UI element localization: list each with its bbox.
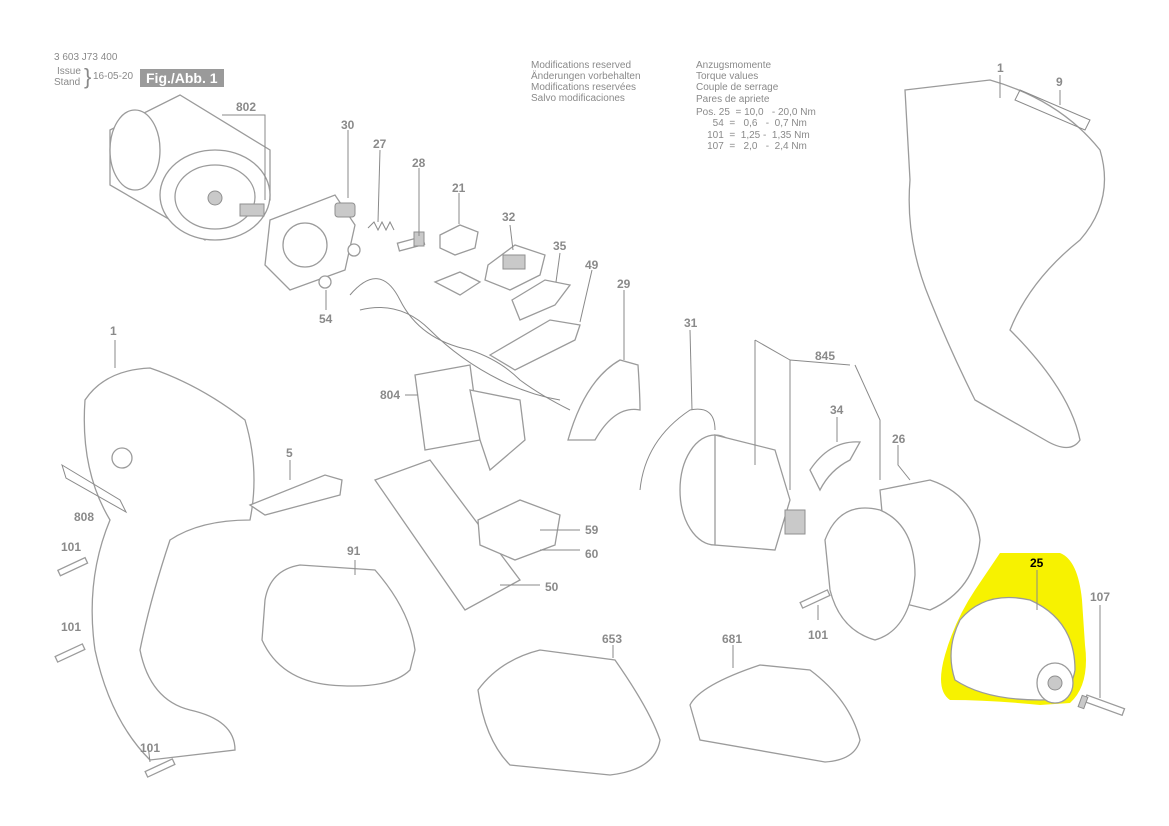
part-label-5: 5 [286,446,293,460]
torque-title-0: Anzugsmomente [696,60,772,71]
torque-title-1: Torque values [696,71,759,82]
part-label-9: 9 [1056,75,1063,89]
part-label-32: 32 [502,210,516,224]
screw-101-a [56,556,89,577]
note-modifications-1: Änderungen vorbehalten [531,71,641,82]
stand-label: Stand [54,77,81,88]
contact-plate [433,271,482,296]
torque-value-0: Pos. 25 = 10,0 - 20,0 Nm [696,107,816,118]
part-label-60: 60 [585,547,599,561]
part-label-49: 49 [585,258,599,272]
charger-653 [477,649,661,776]
part-label-804: 804 [380,388,401,402]
clip-31 [639,408,716,491]
label-808 [61,463,128,514]
issue-label: Issue [57,66,81,77]
torque-title-2: Couple de serrage [696,82,779,93]
part-label-91: 91 [347,544,361,558]
housing-half-right [904,79,1106,449]
brace-glyph: } [84,64,92,89]
torque-title-3: Pares de apriete [696,94,770,105]
part-label-30: 30 [341,118,355,132]
part-label-59: 59 [585,523,599,537]
doc-number: 3 603 J73 400 [54,52,118,63]
nameplate-9 [1014,89,1091,131]
screw-101-b [54,643,86,663]
part-label-802: 802 [236,100,257,114]
part-label-54: 54 [319,312,333,326]
cover-681 [689,664,861,763]
screw-54 [318,275,332,289]
part-label-27: 27 [373,137,387,151]
torque-value-3: 107 = 2,0 - 2,4 Nm [696,141,807,152]
part-label-101-a: 101 [61,540,82,554]
part-label-25: 25 [1030,556,1044,570]
part-label-1-left: 1 [110,324,117,338]
part-label-35: 35 [553,239,567,253]
part-label-1-right: 1 [997,61,1004,75]
part-label-26: 26 [892,432,906,446]
battery-91 [261,564,416,687]
torque-value-1: 54 = 0,6 - 0,7 Nm [696,118,807,129]
leader-lines [114,75,1101,763]
ring-29 [567,359,641,441]
part-label-101-c: 101 [140,741,161,755]
part-label-107: 107 [1090,590,1111,604]
gear-plate-30 [264,194,356,291]
pin-28 [396,231,426,252]
note-modifications-0: Modifications reserved [531,60,632,71]
switch-cap-21 [439,224,479,256]
part-label-21: 21 [452,181,466,195]
housing-half-left [83,367,255,761]
torque-sleeve [824,507,916,641]
gearbox-845 [679,434,806,551]
screw-107 [1077,694,1126,717]
part-label-29: 29 [617,277,631,291]
note-modifications-3: Salvo modificaciones [531,93,625,104]
board-50 [373,459,521,611]
part-label-681: 681 [722,632,743,646]
screw-small [347,243,361,257]
note-modifications-2: Modifications reservées [531,82,637,93]
screw-101-d [799,589,831,609]
part-label-653: 653 [602,632,623,646]
part-label-34: 34 [830,403,844,417]
cover-5 [248,474,343,516]
part-label-50: 50 [545,580,559,594]
part-label-808: 808 [74,510,95,524]
switch-804 [414,364,526,472]
part-label-101-b: 101 [61,620,82,634]
part-label-31: 31 [684,316,698,330]
ring-34 [809,441,862,492]
chuck-25 [950,596,1076,704]
spring-27 [367,220,395,232]
part-label-845: 845 [815,349,836,363]
screw-101-c [144,758,176,778]
wire-harness [349,278,571,411]
bosch-badge [111,447,133,469]
torque-value-2: 101 = 1,25 - 1,35 Nm [696,130,810,141]
board-49 [488,319,581,371]
contact-32 [484,244,546,291]
wire-harness-2 [359,307,561,401]
selector-35 [511,279,572,321]
part-label-101-d: 101 [808,628,829,642]
plate-59-60 [477,499,561,561]
motor-802 [109,94,271,241]
part-label-28: 28 [412,156,426,170]
issue-date: 16-05-20 [93,71,134,82]
figure-label: Fig./Abb. 1 [140,69,224,87]
